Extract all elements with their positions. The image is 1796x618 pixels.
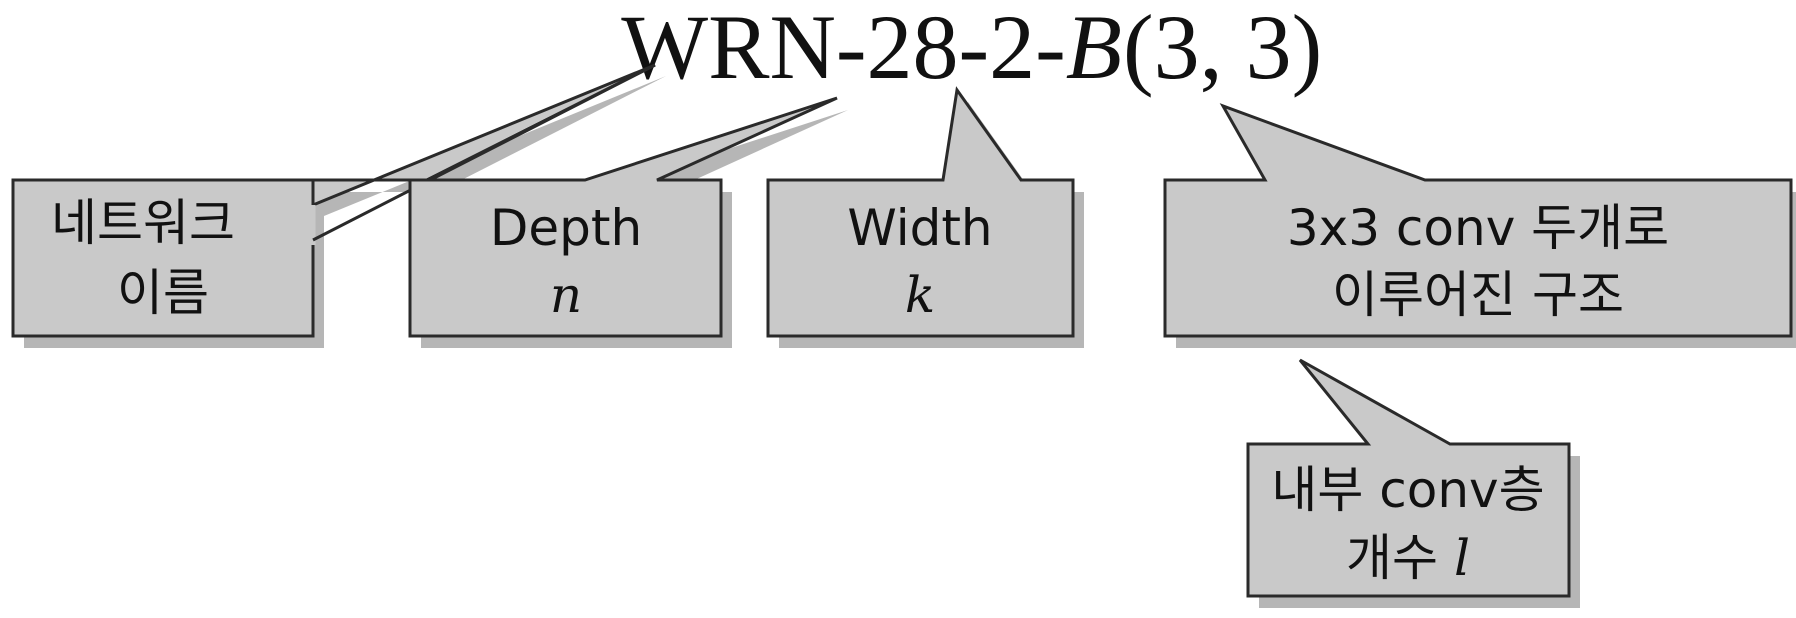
callout-layers-line1: 내부 conv층	[1271, 461, 1544, 519]
callout-layers-line2-prefix: 개수	[1346, 529, 1454, 587]
callout-depth-box	[408, 96, 838, 338]
callout-structure-line1: 3x3 conv 두개로	[1287, 199, 1669, 257]
title-block-letter: B	[1066, 0, 1122, 98]
title-args: (3, 3)	[1123, 0, 1322, 98]
callout-depth-label: Depth	[490, 199, 642, 257]
callout-layers: 내부 conv층 개수 l	[1246, 358, 1580, 608]
callout-structure: 3x3 conv 두개로 이루어진 구조	[1163, 103, 1796, 348]
callout-network-name-line1: 네트워크	[51, 194, 235, 252]
callout-width-box	[766, 86, 1075, 338]
title-prefix: WRN-28-2-	[621, 0, 1066, 98]
title-notation: WRN-28-2-B	[621, 0, 1122, 98]
callout-depth-symbol: n	[550, 266, 582, 324]
callout-width-symbol: k	[905, 266, 935, 324]
callout-layers-symbol: l	[1454, 529, 1470, 587]
callout-depth: Depth n	[408, 96, 848, 348]
callout-structure-box	[1163, 103, 1793, 338]
callout-structure-line2: 이루어진 구조	[1332, 266, 1624, 324]
callout-network-name: 네트워크 이름	[11, 63, 666, 348]
callout-layers-line2: 개수 l	[1346, 529, 1470, 587]
callout-network-name-box	[11, 63, 656, 338]
callout-width: Width k	[766, 86, 1084, 348]
callout-width-label: Width	[847, 199, 992, 257]
callout-layers-box	[1246, 358, 1571, 598]
callout-network-name-line2: 이름	[117, 264, 209, 322]
